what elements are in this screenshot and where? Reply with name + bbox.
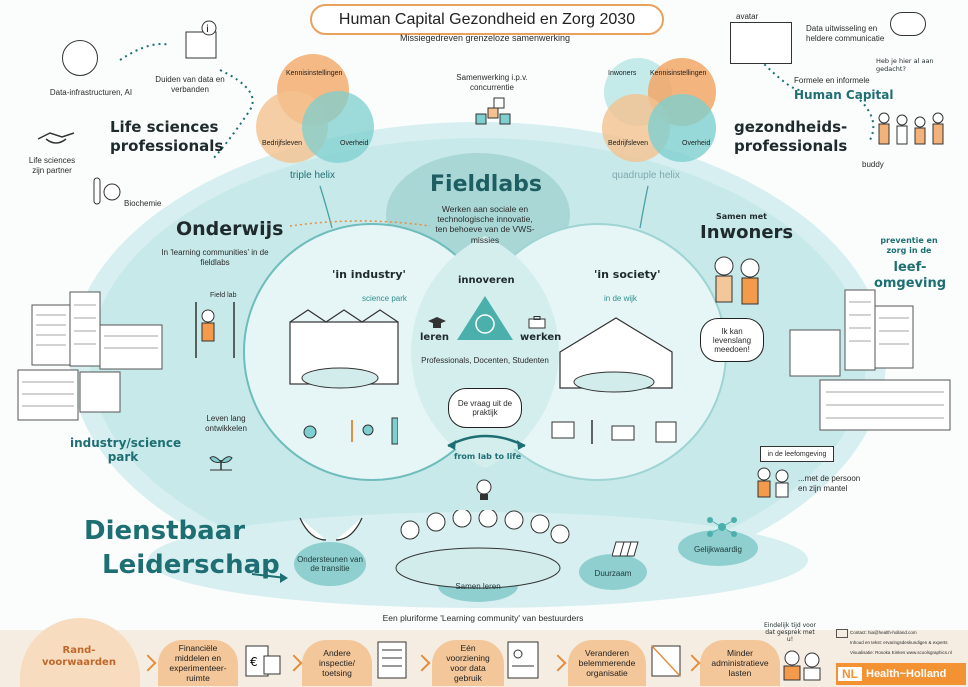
quad-inwoners-label: Inwoners: [608, 70, 637, 77]
fieldlab-sign: Field lab: [210, 292, 237, 299]
data-form-icon: [506, 640, 540, 680]
chat-bubble-icon: [890, 12, 926, 36]
samenwerking-label: Samenwerking i.p.v. concurrentie: [456, 73, 528, 92]
vraag-speech-bubble: De vraag uit de praktijk: [448, 388, 522, 428]
preventie-label: preventie en zorg in de: [880, 236, 938, 255]
logo-text: Health~Holland: [866, 668, 947, 680]
ondersteunen-bubble: Ondersteunen van de transitie: [297, 555, 363, 573]
dienstbaar-title: Dienstbaar: [84, 516, 246, 546]
solar-panel-icon: [611, 540, 640, 560]
care-icons: [548, 418, 688, 446]
science-park-label: science park: [362, 294, 407, 303]
in-society-label: 'in society': [594, 268, 661, 281]
condition-administratie: Minder administratieve lasten: [700, 640, 780, 686]
in-de-wijk-label: in de wijk: [604, 294, 637, 303]
quad-kennis-label: Kennisinstellingen: [650, 70, 707, 77]
industry-park-label: industry/science park: [70, 436, 182, 465]
duiden-label: Duiden van data en verbanden: [155, 75, 225, 94]
quad-overheid-label: Overheid: [682, 140, 711, 147]
conversation-figures-icon: [780, 648, 824, 682]
leven-lang-label: Leven lang ontwikkelen: [205, 414, 247, 433]
svg-text:i: i: [206, 24, 209, 35]
triple-bedrijf-label: Bedrijfsleven: [262, 140, 303, 147]
lab-icons: [298, 416, 399, 446]
leefomgeving-sign: in de leefomgeving: [760, 446, 834, 462]
avatar-screen-icon: [730, 22, 792, 64]
life-sciences-title: Life sciences professionals: [110, 118, 224, 155]
money-document-icon: €: [244, 642, 284, 680]
mantel-figures-icon: [754, 466, 794, 500]
mantel-label: ...met de persoon en zijn mantel: [798, 474, 861, 493]
samen-leren-bubble: Samen leren: [455, 581, 501, 591]
student-figure-icon: [190, 300, 240, 360]
innovation-triangle: [457, 296, 513, 340]
human-capital-label: Human Capital: [794, 88, 894, 102]
mail-icon: [836, 629, 848, 638]
formeel-label: Formele en informele: [794, 76, 870, 85]
plant-icon: [206, 452, 236, 472]
condition-organisatie: Veranderen belemmerende organisatie: [568, 640, 646, 686]
endelijk-label: Eindelijk tijd voor dat gesprek met u!: [764, 622, 816, 644]
samen-met-label: Samen met: [716, 212, 767, 221]
blocks-icon: [470, 96, 518, 132]
fieldlabs-title: Fieldlabs: [430, 172, 543, 197]
svg-text:€: €: [250, 655, 258, 669]
leefomgeving-title: leef-omgeving: [873, 260, 947, 291]
logo-nl: NL: [838, 667, 862, 681]
rules-document-icon: [650, 642, 684, 678]
rand-title: Rand-voorwaarden: [42, 645, 116, 668]
biochemie-label: Biochemie: [124, 199, 162, 208]
page-subtitle: Missiegedreven grenzeloze samenwerking: [399, 33, 571, 43]
triple-overheid-label: Overheid: [340, 140, 369, 147]
condition-data: Eén voorziening voor data gebruik: [432, 640, 504, 686]
checklist-icon: [376, 640, 410, 680]
innoveren-label: innoveren: [458, 275, 515, 286]
duurzaam-bubble: Duurzaam: [594, 568, 632, 578]
leaders-group-icon: [398, 508, 570, 564]
data-infra-label: Data-infrastructuren, AI: [49, 88, 133, 97]
page-title: Human Capital Gezondheid en Zorg 2030: [338, 10, 636, 28]
quad-bedrijf-label: Bedrijfsleven: [608, 140, 649, 147]
network-nodes-icon: [706, 516, 738, 538]
people-label: Professionals, Docenten, Studenten: [421, 356, 549, 365]
werken-label: werken: [520, 332, 562, 343]
data-analysis-icon: i: [176, 18, 226, 62]
health-holland-logo: NL Health~Holland: [836, 663, 966, 685]
inwoners-figures-icon: [708, 254, 768, 324]
from-lab-label: from lab to life: [454, 452, 522, 461]
learning-community-label: Een pluriforme 'Learning community' van …: [382, 613, 584, 623]
gelijkwaardig-bubble: Gelijkwaardig: [693, 544, 743, 554]
onderwijs-title: Onderwijs: [176, 218, 284, 240]
professionals-figures-icon: [876, 112, 956, 158]
gezondheids-professionals-title: gezondheids-professionals: [734, 118, 848, 155]
in-industry-label: 'in industry': [332, 268, 406, 281]
buddy-label: buddy: [862, 160, 884, 169]
partner-label: Life sciences zijn partner: [28, 156, 76, 175]
data-uitwisseling-label: Data uitwisseling en heldere communicati…: [806, 24, 885, 43]
inwoners-title: Inwoners: [700, 222, 794, 243]
inwoners-speech-bubble: Ik kan levenslang meedoen!: [700, 318, 764, 362]
avatar-label: avatar: [736, 12, 759, 21]
fieldlabs-text: Werken aan sociale en technologische inn…: [435, 204, 535, 245]
triple-helix-label: triple helix: [290, 170, 336, 181]
quadruple-helix-label: quadruple helix: [612, 170, 680, 181]
condition-inspectie: Andere inspectie/ toetsing: [302, 640, 372, 686]
contact-line-1: Contact: hia@health-holland.com: [850, 630, 917, 635]
network-icon: [62, 40, 98, 76]
triple-kennis-label: Kennisinstellingen: [286, 70, 343, 77]
onderwijs-text: In 'learning communities' in de fieldlab…: [161, 248, 269, 267]
contact-line-3: Visualisatie: Rosoka Einkes www.scoolsgr…: [850, 650, 952, 655]
page-title-box: Human Capital Gezondheid en Zorg 2030: [310, 4, 664, 35]
contact-line-2: Inhoud en tekst: ervaringsdeskundigen & …: [850, 640, 948, 645]
heb-je-label: Heb je hier al aan gedacht?: [876, 57, 934, 73]
leiderschap-title: Leiderschap: [102, 550, 280, 580]
graduation-cap-icon: [428, 316, 446, 328]
test-tube-icon: [90, 176, 122, 208]
leren-label: leren: [420, 332, 450, 343]
lightbulb-icon: [474, 478, 494, 502]
handshake-icon: [36, 125, 76, 151]
condition-financieel: Financiële middelen en experimenteer-rui…: [158, 640, 238, 686]
briefcase-icon: [528, 316, 546, 329]
hands-icon: [296, 512, 366, 544]
